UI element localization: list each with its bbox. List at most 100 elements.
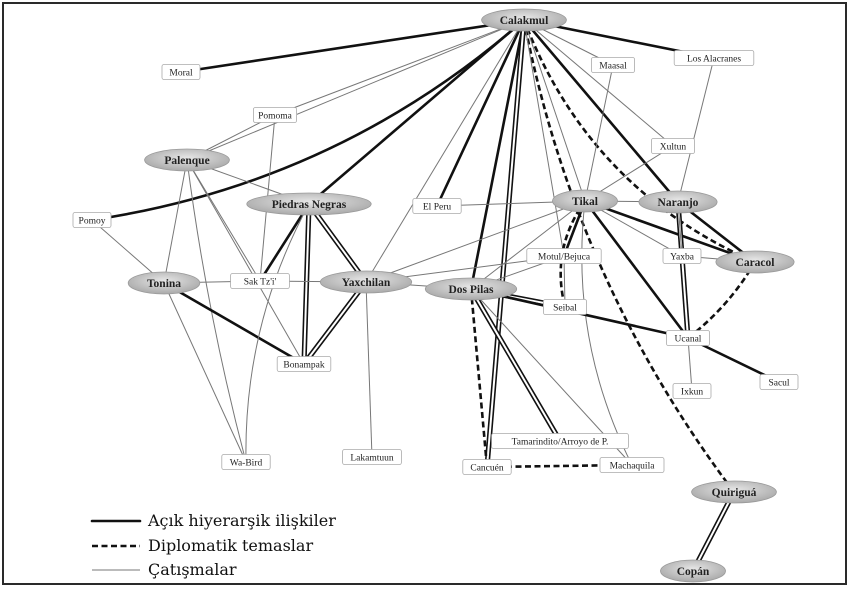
node-label-tamarindito: Tamarindito/Arroyo de P. <box>512 438 609 448</box>
node-ucanal: Ucanal <box>666 330 711 346</box>
node-palenque: Palenque <box>144 148 230 172</box>
node-shape-copan <box>660 559 726 583</box>
node-label-yaxba: Yaxba <box>670 253 695 263</box>
edge-piedras-negras-yaxchilan <box>306 202 369 284</box>
node-shape-yaxba <box>662 248 702 264</box>
node-label-cancuen: Cancuén <box>470 464 503 474</box>
edge-motul-seibal <box>563 255 566 308</box>
node-shape-el-peru <box>412 198 462 214</box>
node-label-sacul: Sacul <box>768 379 789 389</box>
node-shape-palenque <box>144 148 230 172</box>
edge-calakmul-caracol <box>522 19 756 264</box>
node-label-maasal: Maasal <box>599 62 627 72</box>
node-label-bonampak: Bonampak <box>283 361 324 371</box>
node-label-lakamtuun: Lakamtuun <box>350 454 394 464</box>
node-machaquila: Machaquila <box>599 457 665 473</box>
node-label-pomoy: Pomoy <box>79 217 106 227</box>
node-label-ucanal: Ucanal <box>675 335 702 345</box>
node-label-xultun: Xultun <box>660 143 687 153</box>
node-ixkun: Ixkun <box>672 383 712 399</box>
edge-quirigua-copan <box>690 490 737 573</box>
node-shape-wa-bird <box>221 454 271 470</box>
edge-palenque-sak-tzi <box>186 159 261 282</box>
node-label-calakmul: Calakmul <box>500 15 549 27</box>
node-seibal: Seibal <box>543 299 588 315</box>
edge-maasal-tikal <box>584 64 614 202</box>
edge-tikal-caracol <box>583 199 757 264</box>
edge-calakmul-motul <box>523 19 565 257</box>
node-quirigua: Quiriguá <box>691 480 777 504</box>
node-naranjo: Naranjo <box>638 190 718 214</box>
edge-dos-pilas-cancuen <box>469 288 489 468</box>
edge-calakmul-pomoma <box>274 19 525 116</box>
legend-conflict-label: Çatışmalar <box>148 560 237 579</box>
node-shape-tonina <box>127 271 201 295</box>
edge-los-alacranes-naranjo <box>677 57 715 203</box>
edge-tikal-dos-pilas <box>470 200 586 290</box>
node-tonina: Tonina <box>127 271 201 295</box>
node-label-tonina: Tonina <box>147 278 181 290</box>
node-label-wa-bird: Wa-Bird <box>230 459 263 469</box>
node-el-peru: El Peru <box>412 198 462 214</box>
node-shape-los-alacranes <box>673 50 755 66</box>
edge-quirigua-copan-inner <box>692 491 735 572</box>
node-shape-seibal <box>543 299 588 315</box>
edge-yaxchilan-bonampak-inner <box>303 281 367 365</box>
edge-tikal-ucanal <box>583 199 690 340</box>
node-label-pomoma: Pomoma <box>258 112 293 122</box>
edge-calakmul-naranjo <box>522 18 680 204</box>
node-sacul: Sacul <box>759 374 799 390</box>
node-piedras-negras: Piedras Negras <box>246 192 372 216</box>
edge-calakmul-cancuen-inner <box>486 19 525 468</box>
node-wa-bird: Wa-Bird <box>221 454 271 470</box>
node-label-sak-tzi: Sak Tz'i' <box>244 278 277 288</box>
edge-calakmul-palenque <box>186 19 525 161</box>
node-shape-xultun <box>651 138 696 154</box>
edge-calakmul-quirigua <box>522 19 736 493</box>
node-shape-naranjo <box>638 190 718 214</box>
edge-dos-pilas-tamarindito-inner <box>470 288 561 442</box>
node-maasal: Maasal <box>591 57 636 73</box>
node-moral: Moral <box>161 64 201 80</box>
edge-piedras-negras-bonampak-inner <box>303 203 310 365</box>
edge-caracol-ucanal <box>687 261 757 340</box>
node-shape-moral <box>161 64 201 80</box>
node-tikal: Tikal <box>552 189 618 213</box>
edge-calakmul-pomoy <box>90 18 526 222</box>
node-motul: Motul/Bejuca <box>526 248 602 264</box>
node-shape-cancuen <box>462 459 512 475</box>
node-shape-ixkun <box>672 383 712 399</box>
edge-calakmul-yaxchilan <box>365 19 525 283</box>
node-label-dos-pilas: Dos Pilas <box>448 284 494 296</box>
node-shape-sak-tzi <box>230 273 290 289</box>
edge-palenque-bonampak <box>186 159 305 365</box>
legend-diplomatic-label: Diplomatik temaslar <box>148 536 313 555</box>
edge-piedras-negras-yaxchilan-inner <box>308 203 367 283</box>
node-shape-ucanal <box>666 330 711 346</box>
node-caracol: Caracol <box>715 250 795 274</box>
node-shape-caracol <box>715 250 795 274</box>
edge-calakmul-el-peru <box>435 18 526 208</box>
legend-hierarchy-label: Açık hiyerarşik ilişkiler <box>147 511 336 530</box>
node-copan: Copán <box>660 559 726 583</box>
node-label-el-peru: El Peru <box>423 203 451 213</box>
node-sak-tzi: Sak Tz'i' <box>230 273 290 289</box>
node-yaxba: Yaxba <box>662 248 702 264</box>
edge-tonina-wa-bird <box>163 282 247 463</box>
node-label-quirigua: Quiriguá <box>712 487 757 499</box>
node-label-naranjo: Naranjo <box>658 197 699 209</box>
edge-calakmul-dos-pilas <box>469 18 526 291</box>
node-label-seibal: Seibal <box>553 304 577 314</box>
edge-ucanal-ixkun <box>687 337 693 392</box>
node-label-caracol: Caracol <box>736 257 775 269</box>
node-label-yaxchilan: Yaxchilan <box>342 277 391 289</box>
edge-piedras-negras-sak-tzi <box>258 202 311 283</box>
node-tamarindito: Tamarindito/Arroyo de P. <box>491 433 629 449</box>
legend: Açık hiyerarşik ilişkiler Diplomatik tem… <box>90 511 336 579</box>
edge-calakmul-moral <box>179 18 526 74</box>
node-shape-tamarindito <box>491 433 629 449</box>
